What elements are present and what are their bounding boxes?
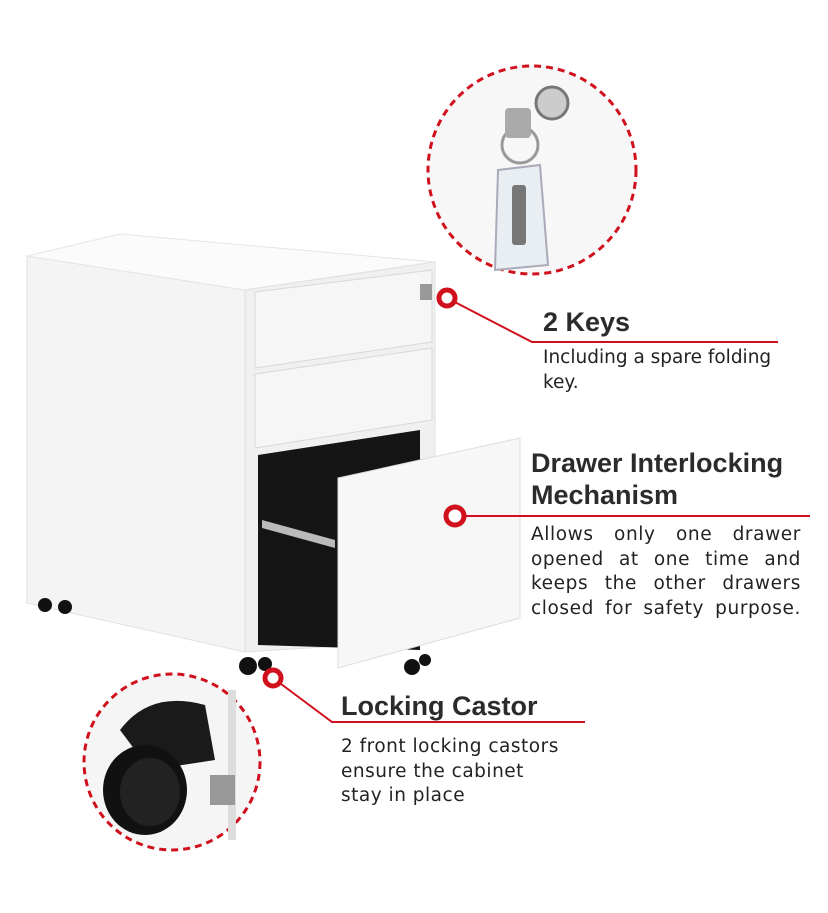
keys-title: 2 Keys bbox=[543, 307, 631, 337]
drawer-top bbox=[254, 269, 433, 369]
castor-zoom-circle bbox=[82, 672, 262, 852]
interlock-description: Allows only one drawer opened at one tim… bbox=[531, 524, 801, 619]
interlock-title: Drawer Interlocking Mechanism bbox=[531, 448, 784, 510]
lock-cylinder bbox=[420, 284, 432, 300]
keys-zoom-circle bbox=[426, 64, 638, 276]
cabinet-side-panel bbox=[26, 255, 246, 653]
castor-callout-marker bbox=[262, 667, 585, 723]
open-drawer-front bbox=[337, 437, 521, 669]
drawer-middle bbox=[254, 347, 433, 449]
keys-description: Including a spare folding key. bbox=[543, 347, 772, 393]
keys-callout-marker bbox=[436, 287, 778, 343]
castor-description: 2 front locking castors ensure the cabin… bbox=[341, 736, 559, 806]
castor-title: Locking Castor bbox=[341, 691, 538, 721]
interlock-callout-marker bbox=[443, 504, 810, 528]
